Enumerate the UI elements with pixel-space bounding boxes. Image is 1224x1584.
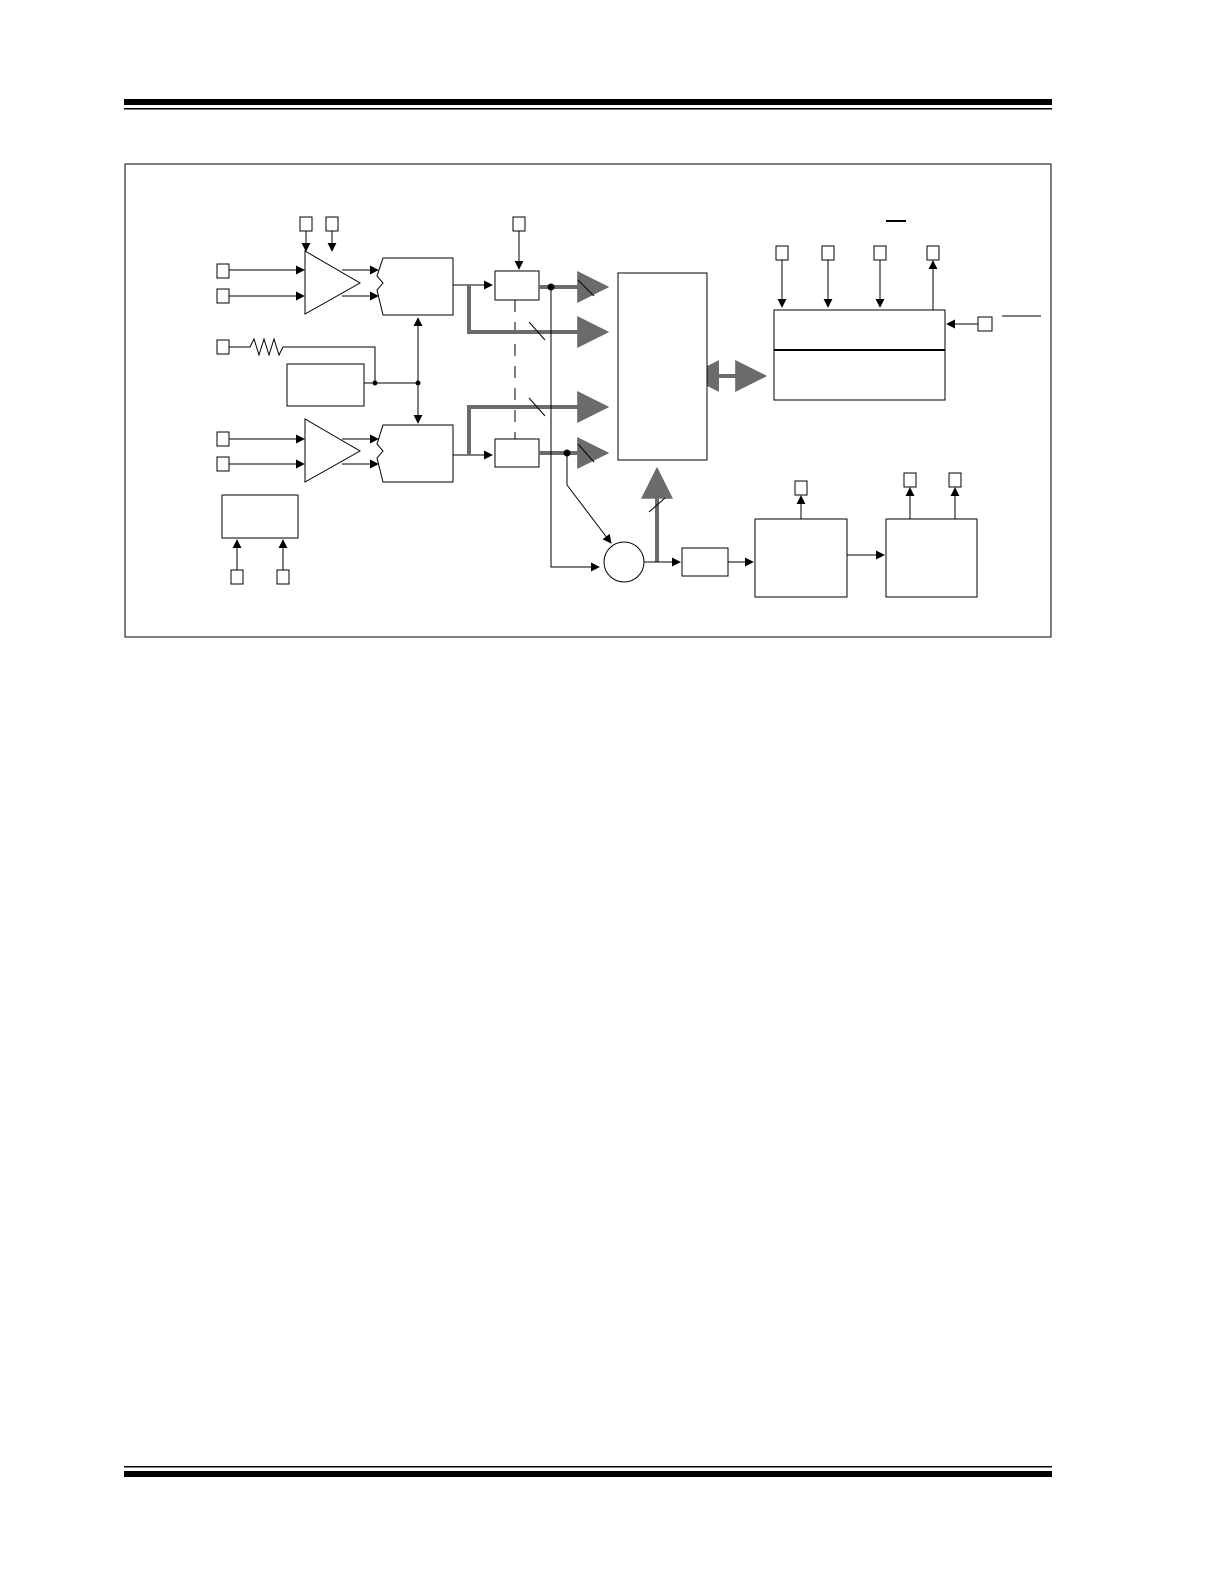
adc-block-2 (376, 424, 454, 483)
out-pin-2 (948, 472, 962, 488)
serial-interface-section (773, 220, 1041, 401)
input-pin-1n (216, 288, 230, 304)
filter-control-pin (512, 216, 526, 232)
reset-pin (977, 316, 993, 332)
filter-block-2 (494, 438, 540, 468)
reference-section (216, 317, 423, 424)
multiplier-section (547, 283, 754, 583)
clock-pin-2 (276, 569, 290, 585)
resistor (229, 337, 376, 383)
amplifier-1 (304, 250, 362, 315)
amplifier-2 (304, 418, 362, 483)
input-pin-2p (216, 431, 230, 447)
gain-pin-1 (299, 216, 313, 232)
clock-pin-1 (230, 569, 244, 585)
serial-pin-2 (821, 245, 835, 261)
serial-interface-block (773, 309, 946, 401)
reference-block (286, 363, 365, 407)
bus-width-ticks (528, 279, 666, 513)
dfc-block (754, 518, 848, 598)
data-buses (467, 271, 768, 562)
serial-pin-1 (775, 245, 789, 261)
input-pin-2n (216, 456, 230, 472)
register-block (617, 272, 708, 461)
input-pin-1p (216, 263, 230, 279)
adc-block-1 (376, 257, 454, 316)
filter-block-1 (494, 270, 540, 301)
bottom-channel (216, 300, 540, 585)
serial-pin-3 (873, 245, 887, 261)
figure-frame (124, 163, 1052, 638)
multiplier-circle (603, 541, 645, 583)
clock-block (221, 494, 299, 539)
dfc-section (754, 472, 978, 598)
serial-pin-4 (926, 245, 940, 261)
refin-pin (216, 339, 230, 355)
lpf-block (681, 547, 729, 577)
out-pin-1 (903, 472, 917, 488)
header-rule (124, 99, 1052, 110)
output-block (885, 518, 978, 598)
top-channel (216, 216, 540, 316)
footer-rule (124, 1466, 1052, 1477)
gain-pin-2 (325, 216, 339, 232)
hfout-pin (794, 480, 808, 496)
